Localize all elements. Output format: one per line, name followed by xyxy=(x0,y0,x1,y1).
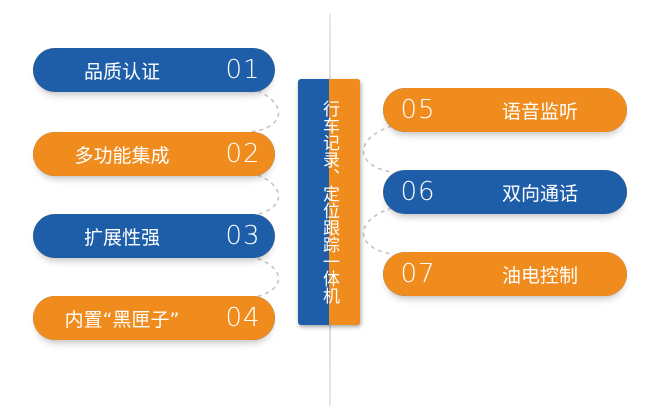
feature-number-04: 04 xyxy=(211,296,275,340)
feature-number-03: 03 xyxy=(211,214,275,258)
feature-label-05: 语音监听 xyxy=(453,88,627,132)
feature-number-07: 07 xyxy=(383,252,453,296)
center-orange-stripe xyxy=(329,79,360,325)
feature-number-02: 02 xyxy=(211,132,275,176)
feature-label-06: 双向通话 xyxy=(453,170,627,214)
feature-pill-06: 06 双向通话 xyxy=(383,170,627,214)
feature-pill-02: 多功能集成 02 xyxy=(33,132,275,176)
feature-label-01: 品质认证 xyxy=(33,48,211,92)
feature-pill-07: 07 油电控制 xyxy=(383,252,627,296)
feature-number-06: 06 xyxy=(383,170,453,214)
center-product-box: 行车记录、定位跟踪一体机 xyxy=(298,79,360,325)
center-product-title: 行车记录、定位跟踪一体机 xyxy=(319,100,339,304)
feature-label-02: 多功能集成 xyxy=(33,132,211,176)
feature-pill-03: 扩展性强 03 xyxy=(33,214,275,258)
connector-01-02 xyxy=(249,87,280,133)
feature-label-04: 内置“黑匣子” xyxy=(33,296,211,340)
feature-number-05: 05 xyxy=(383,88,453,132)
feature-pill-04: 内置“黑匣子” 04 xyxy=(33,296,275,340)
feature-number-01: 01 xyxy=(211,48,275,92)
feature-label-03: 扩展性强 xyxy=(33,214,211,258)
feature-pill-05: 05 语音监听 xyxy=(383,88,627,132)
connector-03-04 xyxy=(249,255,280,299)
connector-02-03 xyxy=(249,171,280,217)
connector-06-07 xyxy=(362,207,393,255)
feature-label-07: 油电控制 xyxy=(453,252,627,296)
connector-05-06 xyxy=(362,125,393,173)
feature-pill-01: 品质认证 01 xyxy=(33,48,275,92)
